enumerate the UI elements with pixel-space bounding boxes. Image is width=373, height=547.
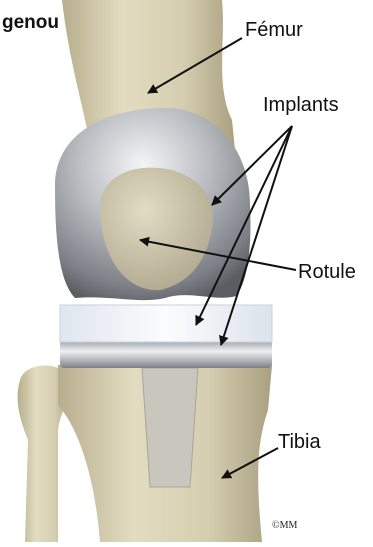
plastic-insert	[60, 305, 272, 342]
rotule-label: Rotule	[298, 262, 356, 282]
diagram-title: genou	[2, 13, 59, 32]
tibial-tray	[60, 340, 272, 368]
implants-label: Implants	[263, 95, 339, 115]
tibia-label: Tibia	[278, 432, 321, 452]
copyright-mark: ©MM	[272, 521, 297, 531]
tibial-stem	[142, 368, 198, 487]
femur-label: Fémur	[245, 20, 303, 40]
